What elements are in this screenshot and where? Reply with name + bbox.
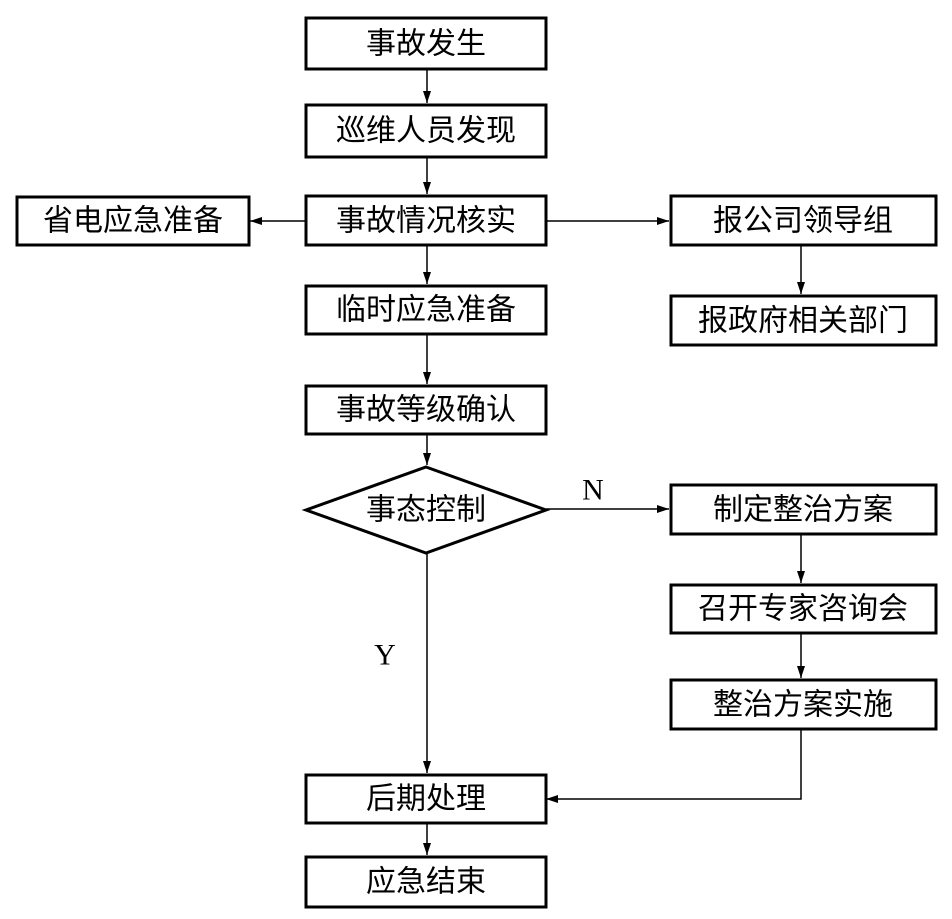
node-label: 临时应急准备 bbox=[336, 293, 516, 328]
node-report-company: 报公司领导组 bbox=[669, 194, 938, 247]
node-label: 事态控制 bbox=[366, 493, 486, 528]
node-temporary-prep: 临时应急准备 bbox=[304, 284, 548, 336]
node-accident-occurs: 事故发生 bbox=[304, 16, 548, 71]
node-label: 报公司领导组 bbox=[713, 204, 893, 239]
node-provincial-prep: 省电应急准备 bbox=[15, 195, 251, 247]
node-report-government: 报政府相关部门 bbox=[669, 294, 938, 347]
branch-label-yes: Y bbox=[374, 639, 396, 672]
node-label: 报政府相关部门 bbox=[698, 304, 908, 339]
node-label: 事故发生 bbox=[366, 27, 486, 62]
node-label: 制定整治方案 bbox=[713, 493, 893, 528]
node-aftermath: 后期处理 bbox=[304, 773, 548, 825]
node-label: 整治方案实施 bbox=[713, 688, 893, 723]
node-label: 事故等级确认 bbox=[336, 393, 516, 428]
node-make-plan: 制定整治方案 bbox=[669, 483, 938, 536]
node-end-emergency: 应急结束 bbox=[304, 855, 548, 909]
branch-label-no: N bbox=[582, 474, 604, 507]
node-label: 事故情况核实 bbox=[336, 204, 516, 239]
arrow-implement-to-aftermath bbox=[546, 729, 802, 803]
node-label: 巡维人员发现 bbox=[336, 114, 516, 149]
node-label: 应急结束 bbox=[366, 865, 486, 900]
node-confirm-level: 事故等级确认 bbox=[304, 384, 548, 436]
node-label: 省电应急准备 bbox=[43, 204, 223, 239]
node-verify-situation: 事故情况核实 bbox=[304, 194, 548, 247]
node-label: 后期处理 bbox=[366, 782, 486, 817]
connectors bbox=[250, 69, 805, 855]
node-implement-plan: 整治方案实施 bbox=[669, 678, 938, 731]
node-decision-control: 事态控制 bbox=[301, 465, 551, 555]
node-label: 召开专家咨询会 bbox=[698, 592, 908, 627]
node-patrol-discovers: 巡维人员发现 bbox=[304, 103, 548, 159]
node-expert-meeting: 召开专家咨询会 bbox=[669, 583, 938, 635]
